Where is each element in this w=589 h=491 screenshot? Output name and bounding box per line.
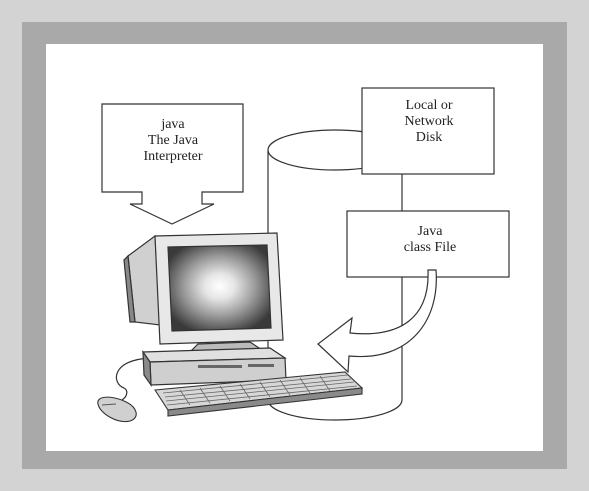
class-file-label-line2: class File — [403, 240, 457, 255]
class-file-box — [346, 210, 510, 278]
mouse-icon — [97, 396, 137, 423]
interpreter-label-line3: Interpreter — [143, 149, 203, 164]
keyboard-icon — [154, 371, 364, 417]
load-arrow — [317, 269, 437, 374]
system-unit-icon — [141, 347, 287, 388]
disk-label-box — [361, 87, 495, 175]
disk-label-line2: Network — [404, 114, 454, 129]
interpreter-label-line1: java — [161, 117, 185, 132]
class-file-label-line1: Java — [417, 224, 443, 239]
interpreter-label: java The Java Interpreter — [106, 117, 240, 165]
disk-label-line3: Disk — [415, 130, 443, 145]
mouse-cable — [115, 357, 151, 401]
interpreter-callout — [101, 103, 244, 225]
class-file-label: Java class File — [350, 224, 510, 256]
disk-label-line1: Local or — [405, 98, 453, 113]
disk-label: Local or Network Disk — [364, 98, 494, 146]
interpreter-label-line2: The Java — [147, 133, 199, 148]
